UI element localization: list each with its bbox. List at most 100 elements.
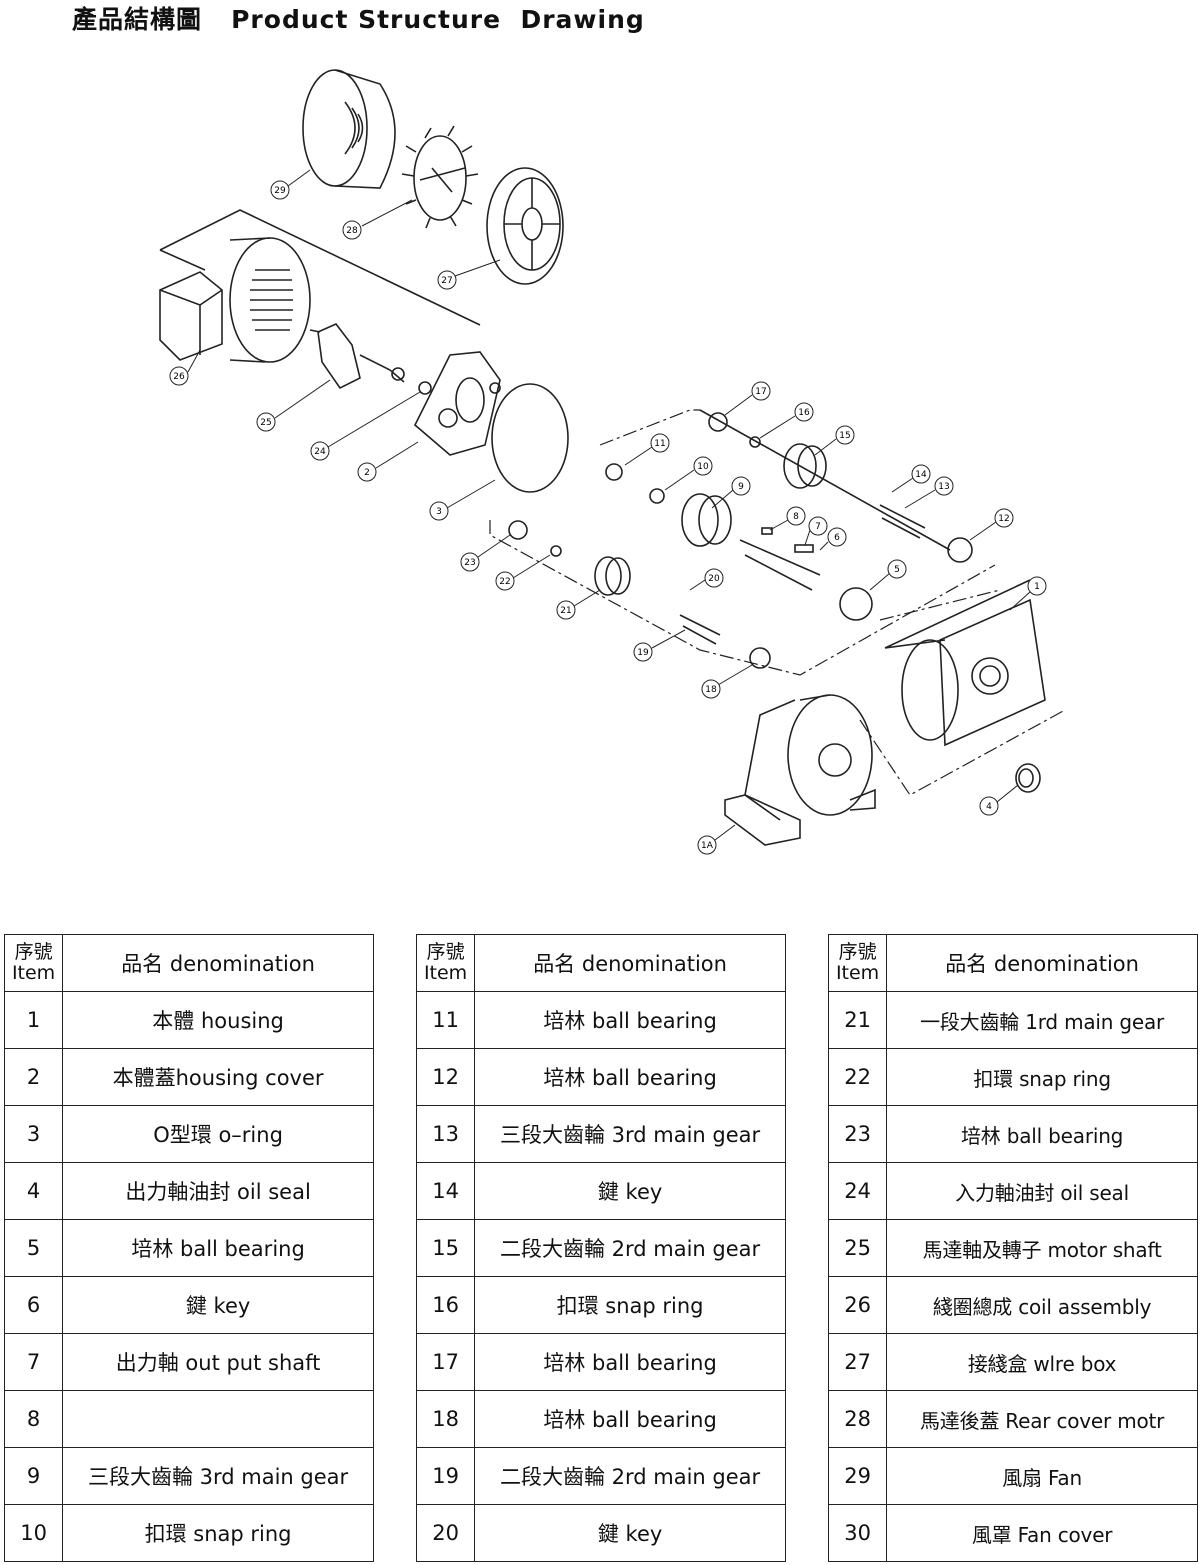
- callout-number: 23: [464, 558, 475, 568]
- bearing-11-part: [605, 463, 623, 481]
- bearing-23-part: [508, 520, 528, 540]
- callout-number: 11: [654, 439, 665, 449]
- item-number-cell: 12: [415, 1048, 476, 1106]
- item-number-cell: 28: [827, 1390, 888, 1448]
- denomination-cell: 接綫盒 wlre box: [886, 1333, 1198, 1391]
- denomination-cell: 培林 ball bearing: [474, 991, 786, 1049]
- denomination-cell: 扣環 snap ring: [62, 1504, 374, 1562]
- callout-22: 22: [495, 571, 515, 591]
- denomination-cell: 扣環 snap ring: [474, 1276, 786, 1334]
- callout-6: 6: [827, 527, 847, 547]
- callout-number: 6: [834, 533, 840, 543]
- gear-15-part: [783, 443, 827, 489]
- denomination-cell: 出力軸 out put shaft: [62, 1333, 374, 1391]
- denomination-column-header: 品名 denomination: [474, 934, 786, 992]
- gear-21-part: [594, 556, 631, 596]
- callout-circle: [495, 571, 515, 591]
- callout-circle: [731, 476, 751, 496]
- bearing-18-part: [749, 647, 771, 669]
- callout-circle: [270, 180, 290, 200]
- item-number-cell: 11: [415, 991, 476, 1049]
- shaft-19-part: [679, 614, 721, 645]
- callout-18: 18: [701, 679, 721, 699]
- item-number-cell: 23: [827, 1105, 888, 1163]
- callout-number: 16: [798, 408, 810, 418]
- callout-number: 18: [705, 685, 717, 695]
- item-number-cell: 25: [827, 1219, 888, 1277]
- callout-number: 7: [815, 522, 821, 532]
- rotor-part: [309, 323, 405, 390]
- table-header-row: 序號 Item 品名 denomination: [3, 934, 374, 992]
- item-number-cell: 1: [3, 991, 64, 1049]
- callout-7: 7: [808, 516, 828, 536]
- denomination-column-header: 品名 denomination: [886, 934, 1198, 992]
- item-number-cell: 9: [3, 1447, 64, 1505]
- item-number-cell: 19: [415, 1447, 476, 1505]
- callout-number: 26: [173, 372, 185, 382]
- snap-ring-10-part: [649, 488, 665, 504]
- denomination-cell: 二段大齒輪 2rd main gear: [474, 1219, 786, 1277]
- callout-number: 1: [1034, 582, 1040, 592]
- item-number-cell: 7: [3, 1333, 64, 1391]
- o-ring-part: [491, 383, 569, 493]
- snap-ring-16-part: [749, 436, 761, 448]
- denomination-cell: 一段大齒輪 1rd main gear: [886, 991, 1198, 1049]
- callout-number: 28: [346, 226, 358, 236]
- callout-circle: [556, 600, 576, 620]
- callout-27: 27: [437, 270, 457, 290]
- denomination-cell: 培林 ball bearing: [62, 1219, 374, 1277]
- housing-cover-part: [414, 351, 501, 456]
- item-column-header: 序號 Item: [3, 934, 64, 992]
- callout-number: 10: [697, 462, 709, 472]
- denomination-cell: 入力軸油封 oil seal: [886, 1162, 1198, 1220]
- callout-circle: [256, 412, 276, 432]
- denomination-cell: 培林 ball bearing: [886, 1105, 1198, 1163]
- callout-number: 1A: [701, 841, 714, 851]
- callout-5: 5: [887, 559, 907, 579]
- callout-number: 12: [998, 514, 1009, 524]
- callout-25: 25: [256, 412, 276, 432]
- callout-number: 17: [755, 387, 766, 397]
- callout-21: 21: [556, 600, 576, 620]
- callout-circle: [437, 270, 457, 290]
- callout-circle: [911, 464, 931, 484]
- callout-20: 20: [704, 568, 724, 588]
- item-number-cell: 15: [415, 1219, 476, 1277]
- callout-12: 12: [994, 508, 1014, 528]
- item-number-cell: 24: [827, 1162, 888, 1220]
- denomination-cell: 鍵 key: [474, 1504, 786, 1562]
- callout-circle: [650, 433, 670, 453]
- callout-23: 23: [460, 552, 480, 572]
- denomination-cell: 培林 ball bearing: [474, 1390, 786, 1448]
- callout-circle: [310, 441, 330, 461]
- callout-number: 4: [986, 802, 992, 812]
- denomination-column-header: 品名 denomination: [62, 934, 374, 992]
- item-number-cell: 6: [3, 1276, 64, 1334]
- callout-15: 15: [835, 425, 855, 445]
- callout-circle: [934, 476, 954, 496]
- denomination-cell: 風扇 Fan: [886, 1447, 1198, 1505]
- callout-8: 8: [786, 506, 806, 526]
- callout-number: 8: [793, 512, 799, 522]
- callout-circle: [701, 679, 721, 699]
- oil-seal-4-part: [1015, 763, 1041, 793]
- item-number-cell: 4: [3, 1162, 64, 1220]
- housing-part: [884, 579, 1046, 747]
- callout-circle: [342, 220, 362, 240]
- callout-circle: [827, 527, 847, 547]
